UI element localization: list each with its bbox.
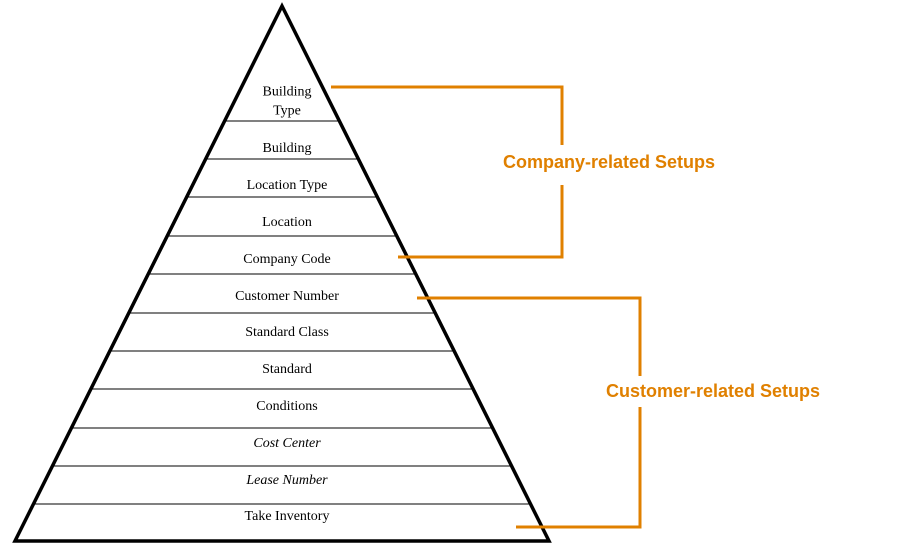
pyramid-level-label: Take Inventory <box>245 509 330 524</box>
group-label: Company-related Setups <box>503 152 715 172</box>
pyramid-level-label: Company Code <box>243 252 331 267</box>
pyramid-level-label: Conditions <box>256 399 317 414</box>
pyramid-level-label: Customer Number <box>235 289 339 304</box>
pyramid-level-label: Building <box>262 141 311 156</box>
pyramid-level-label: Standard <box>262 362 312 377</box>
pyramid-outline <box>12 2 552 543</box>
level-dividers <box>33 120 531 505</box>
pyramid-level-label: Cost Center <box>253 436 321 451</box>
pyramid-level-label: Location <box>262 215 312 230</box>
group-label: Customer-related Setups <box>606 381 820 401</box>
pyramid-level-label: Location Type <box>247 178 328 193</box>
pyramid-level-label: Lease Number <box>245 473 328 488</box>
pyramid-level-label: Standard Class <box>245 325 329 340</box>
